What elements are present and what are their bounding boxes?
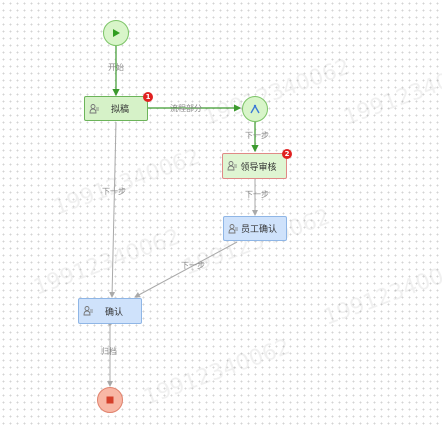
end-node[interactable] xyxy=(97,387,123,413)
task-leader-review-badge: 2 xyxy=(282,149,292,159)
gateway-icon xyxy=(250,104,260,114)
task-staff-confirm-label: 员工确认 xyxy=(240,225,277,235)
edge-label-draft-gateway: 流程部分 xyxy=(170,104,202,113)
start-node[interactable] xyxy=(103,20,129,46)
task-leader-review-label: 领导审核 xyxy=(240,162,277,173)
edge-staff-to-confirm xyxy=(134,241,238,298)
task-confirm[interactable]: 确认 xyxy=(78,298,142,324)
edge-label-confirm-end: 归档 xyxy=(101,347,117,356)
edge-label-staff-confirm: 下一步 xyxy=(181,261,205,270)
task-staff-confirm[interactable]: 员工确认 xyxy=(223,216,287,241)
user-icon xyxy=(228,223,238,233)
task-confirm-label: 确认 xyxy=(104,307,123,318)
stop-icon xyxy=(106,396,114,404)
edge-label-start: 开始 xyxy=(108,63,124,72)
play-icon xyxy=(113,29,120,37)
task-draft-label: 拟稿 xyxy=(110,105,129,115)
edge-label-leader-staff: 下一步 xyxy=(245,190,269,199)
user-icon xyxy=(83,306,93,316)
edge-label-gateway-leader: 下一步 xyxy=(245,131,269,140)
user-icon xyxy=(227,161,237,171)
gateway-node[interactable] xyxy=(242,96,268,122)
task-draft[interactable]: 拟稿 xyxy=(84,96,148,121)
task-leader-review[interactable]: 领导审核 xyxy=(222,153,287,179)
user-icon xyxy=(89,103,99,113)
edge-label-draft-confirm: 下一步 xyxy=(102,187,126,196)
task-draft-badge: 1 xyxy=(143,92,153,102)
edge-draft-to-confirm xyxy=(109,121,117,298)
